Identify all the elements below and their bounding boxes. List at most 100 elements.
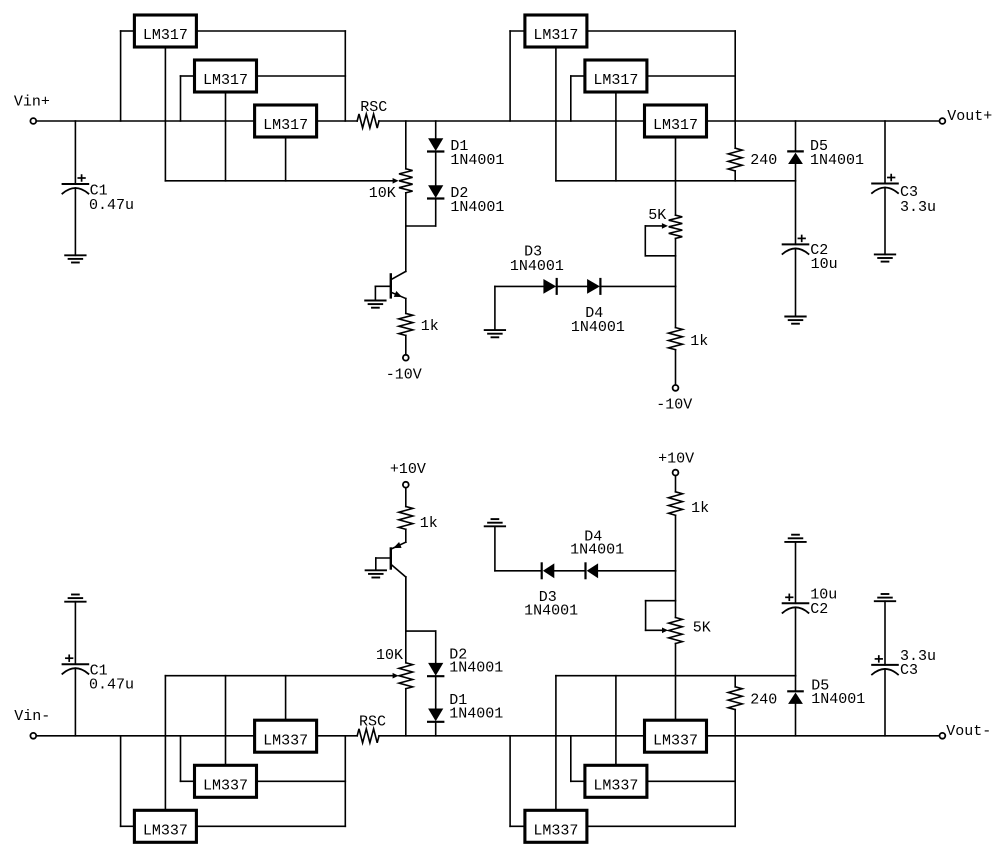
lm317-box-3 xyxy=(253,103,319,139)
lm317-box-6-label: LM317 xyxy=(653,117,698,134)
lm337-box-4 xyxy=(523,808,589,844)
d5-neg-part-label: 1N4001 xyxy=(811,691,865,708)
d4-diode xyxy=(587,279,600,294)
lm337-box-3-label: LM337 xyxy=(263,732,308,749)
neg10-left-terminal xyxy=(401,353,410,362)
component-boxes xyxy=(132,13,709,844)
c3-neg-value-label: 3.3u xyxy=(900,648,936,665)
r1k-left-label: 1k xyxy=(421,318,439,335)
lm337-box-3 xyxy=(253,718,319,754)
d2-part-label: 1N4001 xyxy=(450,199,504,216)
c2-neg-capacitor-curved-plate xyxy=(781,606,810,615)
d5-part-label: 1N4001 xyxy=(810,152,864,169)
rsc-neg-label: RSC xyxy=(359,713,386,730)
schematic-labels: Vin+ Vout+ RSC LM317 LM317 LM317 C1 0.47… xyxy=(14,27,992,839)
lm317-box-3-label: LM317 xyxy=(263,117,308,134)
pot-10k-neg-zigzag xyxy=(395,661,416,690)
pos10-right-terminal xyxy=(671,468,680,477)
d4-part-label: 1N4001 xyxy=(571,319,625,336)
pot-10k-wiper-arrow xyxy=(392,178,399,184)
d3-ref-label: D3 xyxy=(524,244,542,261)
vout-pos-label: Vout+ xyxy=(947,108,992,125)
c2-neg-ref-label: C2 xyxy=(810,601,828,618)
r1k-neg-left-label: 1k xyxy=(420,515,438,532)
c2-ref-label: C2 xyxy=(810,242,828,259)
lm337-box-2 xyxy=(192,763,259,799)
c3-ref-label: C3 xyxy=(900,184,918,201)
pot-5k-zigzag xyxy=(668,214,683,240)
d4-ref-label: D4 xyxy=(585,305,603,322)
c1-neg-capacitor-curved-plate xyxy=(61,667,90,676)
pot-10k-neg-label: 10K xyxy=(376,647,403,664)
lm317-box-1 xyxy=(132,13,198,49)
pos10-left-terminal xyxy=(401,480,410,489)
r240-label: 240 xyxy=(750,152,777,169)
c3-neg-ref-label: C3 xyxy=(900,662,918,679)
d1-ref-label: D1 xyxy=(450,138,468,155)
lm317-box-4-label: LM317 xyxy=(533,27,578,44)
pos10-right-label: +10V xyxy=(658,451,694,468)
vin-pos-terminal xyxy=(29,117,38,125)
lm317-box-1-label: LM317 xyxy=(143,27,188,44)
lm317-box-5-label: LM317 xyxy=(593,72,638,89)
lm317-box-2-label: LM317 xyxy=(203,72,248,89)
c1-neg-value-label: 0.47u xyxy=(89,676,134,693)
d3-neg-part-label: 1N4001 xyxy=(524,603,578,620)
c2-capacitor-curved-plate xyxy=(781,247,810,256)
pot-5k-label: 5K xyxy=(648,207,666,224)
r240-neg-zigzag xyxy=(725,685,746,711)
pot-10k-neg-wiper-arrow xyxy=(392,672,399,679)
c2-value-label: 10u xyxy=(811,256,838,273)
vout-pos-terminal xyxy=(938,117,947,125)
c1-value-label: 0.47u xyxy=(89,197,134,214)
pos10-left-label: +10V xyxy=(390,461,426,478)
rsc-neg-zigzag xyxy=(356,725,380,746)
d5-neg-ref-label: D5 xyxy=(811,677,829,694)
d1-neg-ref-label: D1 xyxy=(449,692,467,709)
d5-neg-diode xyxy=(788,692,803,704)
d3-diode xyxy=(543,279,557,294)
d2-neg-part-label: 1N4001 xyxy=(449,660,503,677)
wires-and-symbols xyxy=(35,30,940,828)
d3-part-label: 1N4001 xyxy=(510,258,564,275)
pot-10k-zigzag xyxy=(398,167,413,194)
neg10-right-terminal xyxy=(671,384,680,392)
r1k-right-label: 1k xyxy=(690,333,708,350)
lm337-box-4-label: LM337 xyxy=(533,823,578,840)
lm337-box-1-label: LM337 xyxy=(143,823,188,840)
d2-ref-label: D2 xyxy=(450,185,468,202)
d3-neg-diode xyxy=(542,563,555,579)
lm337-box-1 xyxy=(132,808,198,844)
vin-pos-label: Vin+ xyxy=(14,93,50,110)
vin-neg-terminal xyxy=(29,731,38,740)
r240-zigzag xyxy=(725,147,746,172)
d5-diode xyxy=(788,152,803,164)
wire xyxy=(390,563,407,579)
vout-neg-terminal xyxy=(938,731,947,740)
rsc-resistor-zigzag xyxy=(356,110,380,132)
neg10-left-label: -10V xyxy=(386,366,422,383)
lm317-box-4 xyxy=(523,13,589,49)
pot-5k-neg-zigzag xyxy=(665,616,686,645)
c1-capacitor-curved-plate xyxy=(61,187,90,195)
c3-value-label: 3.3u xyxy=(900,199,936,216)
lm337-box-5-label: LM337 xyxy=(593,778,638,795)
neg10-right-label: -10V xyxy=(656,397,692,414)
d4-neg-diode xyxy=(586,563,599,579)
lm337-box-6-label: LM337 xyxy=(653,732,698,749)
d4-neg-ref-label: D4 xyxy=(584,529,602,546)
d2-neg-ref-label: D2 xyxy=(449,646,467,663)
pot-5k-wiper-arrow xyxy=(661,223,668,229)
c2-neg-value-label: 10u xyxy=(810,587,837,604)
d1-diode xyxy=(428,138,444,151)
q2-emitter-arrow xyxy=(393,542,402,549)
lm317-box-5 xyxy=(583,58,649,94)
c1-neg-ref-label: C1 xyxy=(90,662,108,679)
rsc-label: RSC xyxy=(360,99,387,116)
lm317-box-6 xyxy=(642,103,709,139)
d1-neg-part-label: 1N4001 xyxy=(449,705,503,722)
d2-diode xyxy=(428,185,444,198)
